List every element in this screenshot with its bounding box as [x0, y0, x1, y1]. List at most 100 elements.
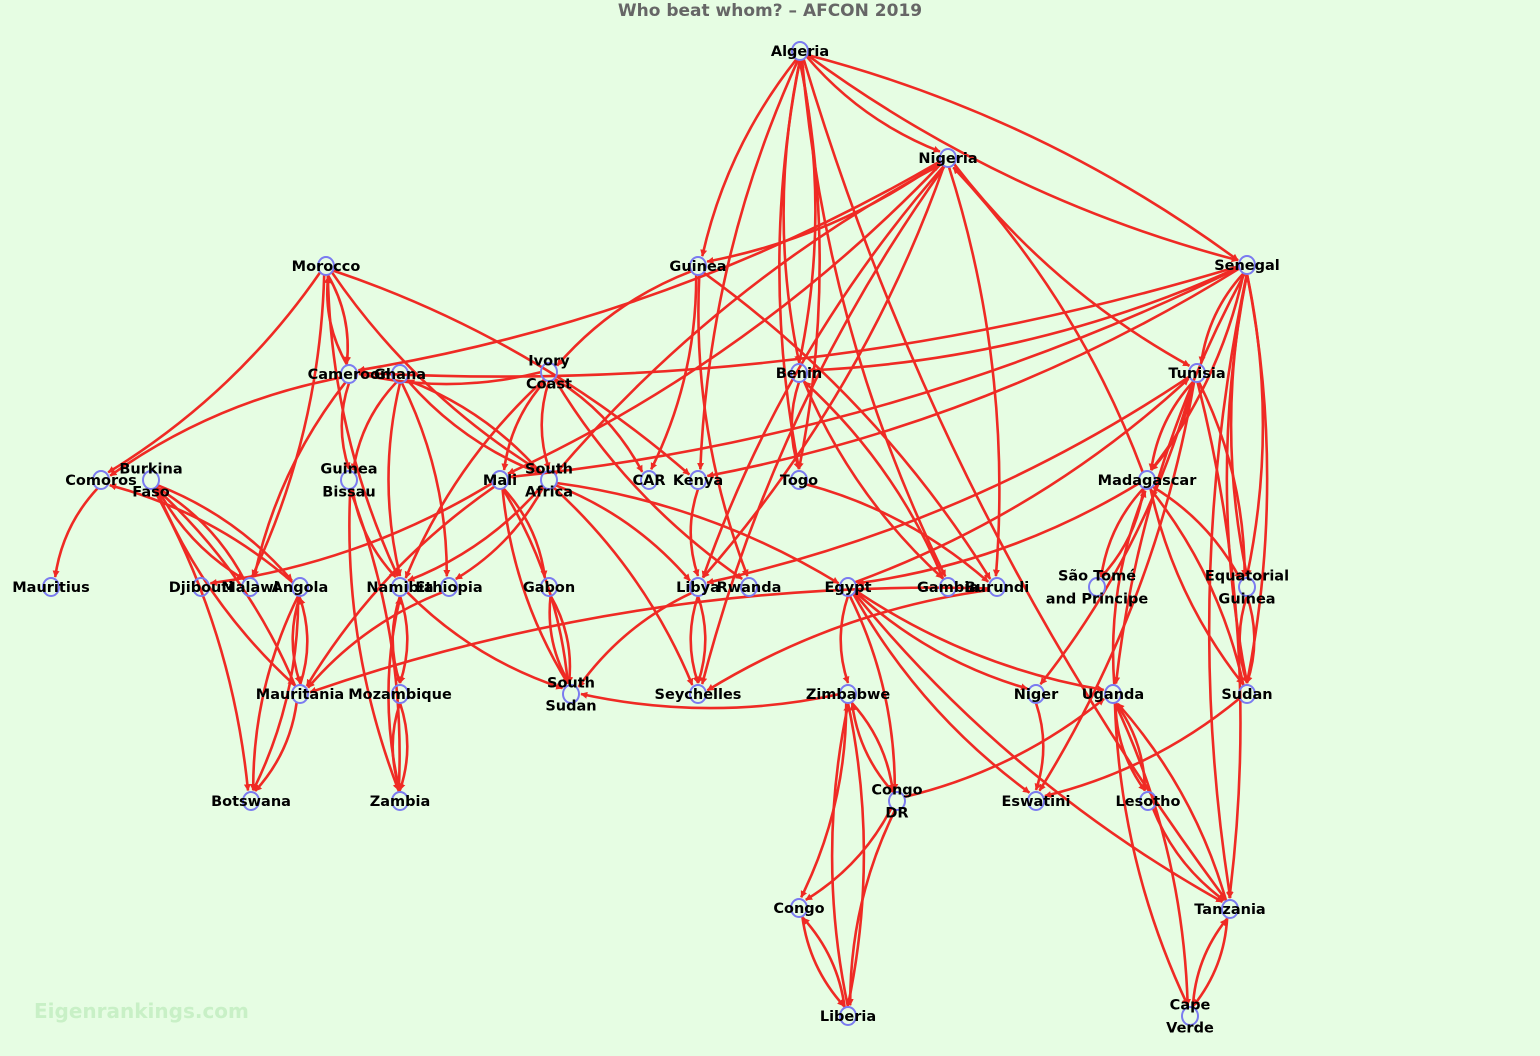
- edge-algeria-beat-senegal: [806, 53, 1239, 263]
- team-label: Mali: [483, 473, 517, 489]
- team-label: Burkina: [119, 462, 182, 478]
- edge-comoros-beat-mauritius: [52, 487, 99, 578]
- team-label: Gabon: [523, 580, 575, 596]
- edge-uganda-beat-cape_verde: [1113, 702, 1192, 1006]
- edge-libya-beat-south_sudan: [577, 591, 693, 688]
- edge-congo_dr-beat-zimbabwe: [849, 703, 895, 794]
- team-label: Comoros: [65, 473, 136, 489]
- edge-cameroon-beat-morocco: [323, 276, 349, 366]
- edge-ghana-beat-namibia: [387, 382, 402, 577]
- team-node-marker: [491, 470, 509, 490]
- edge-senegal-beat-benin: [808, 265, 1240, 374]
- team-node-malawi: Malawi: [221, 577, 279, 597]
- edge-burundi-beat-mauritania: [309, 586, 990, 694]
- team-node-marker: [740, 577, 758, 597]
- team-node-namibia: Namibia: [366, 577, 434, 597]
- team-node-seychelles: Seychelles: [655, 684, 742, 704]
- edge-mali-beat-south_sudan: [501, 488, 570, 685]
- team-node-botswana: Botswana: [211, 791, 291, 811]
- team-label: Uganda: [1082, 687, 1144, 703]
- team-label: Equatorial: [1205, 569, 1289, 585]
- edge-morocco-beat-comoros: [107, 271, 322, 474]
- team-label: Sudan: [1221, 687, 1272, 703]
- team-node-madagascar: Madagascar: [1098, 470, 1198, 490]
- team-node-senegal: Senegal: [1214, 255, 1280, 275]
- edge-nigeria-beat-libya: [702, 165, 946, 579]
- team-label: and Principe: [1046, 592, 1149, 608]
- team-node-ethiopia: Ethiopia: [415, 577, 483, 597]
- edge-sudan-beat-eswatini: [1044, 697, 1241, 798]
- edge-madagascar-beat-equatorial_guinea: [1151, 485, 1242, 580]
- edge-ivory_coast-beat-car: [553, 377, 644, 473]
- team-node-morocco: Morocco: [292, 256, 360, 276]
- team-node-marker: [540, 470, 558, 490]
- edge-senegal-beat-sudan: [1244, 273, 1269, 684]
- edge-senegal-beat-cameroon: [358, 264, 1240, 378]
- team-label: Congo: [773, 901, 824, 917]
- team-node-lesotho: Lesotho: [1116, 791, 1180, 811]
- team-node-marker: [790, 470, 808, 490]
- team-label: Faso: [132, 485, 169, 501]
- team-label: Madagascar: [1098, 473, 1198, 489]
- edge-cameroon-beat-malawi: [252, 381, 347, 578]
- edge-cameroon-beat-guinea_bissau: [340, 382, 351, 470]
- edge-nigeria-beat-seychelles: [700, 165, 946, 685]
- team-label: Algeria: [771, 44, 829, 60]
- team-node-sudan: Sudan: [1221, 684, 1273, 704]
- team-node-marker: [1238, 684, 1256, 704]
- team-node-marker: [440, 577, 458, 597]
- edge-sudan-beat-madagascar: [1150, 489, 1245, 687]
- edge-nigeria-beat-mali: [507, 162, 943, 475]
- edge-senegal-beat-mali: [508, 266, 1240, 480]
- edge-south_africa-beat-egypt: [556, 481, 840, 585]
- team-node-marker: [1027, 791, 1045, 811]
- team-label: Seychelles: [655, 687, 742, 703]
- edge-libya-beat-seychelles: [696, 595, 707, 684]
- team-node-kenya: Kenya: [673, 470, 723, 490]
- edge-ethiopia-beat-mauritania: [307, 590, 443, 689]
- team-label: Senegal: [1214, 258, 1280, 274]
- team-label: Rwanda: [717, 580, 782, 596]
- team-label: Kenya: [673, 473, 723, 489]
- team-node-ghana: Ghana: [374, 364, 426, 384]
- team-node-marker: [1188, 363, 1206, 383]
- team-node-marker: [317, 256, 335, 276]
- edge-algeria-beat-senegal: [806, 53, 1239, 262]
- team-label: Togo: [780, 473, 818, 489]
- edge-layer: [52, 53, 1269, 1008]
- edge-tunisia-beat-libya: [706, 375, 1191, 585]
- team-node-marker: [939, 577, 957, 597]
- team-node-marker: [142, 470, 160, 490]
- team-label: Tunisia: [1168, 366, 1225, 382]
- edge-niger-beat-eswatini: [1034, 702, 1045, 791]
- team-node-zimbabwe: Zimbabwe: [806, 684, 890, 704]
- edge-uganda-beat-cape_verde: [1113, 702, 1189, 1006]
- team-node-mauritius: Mauritius: [12, 577, 90, 597]
- edge-benin-beat-togo: [790, 381, 801, 470]
- edge-mauritania-beat-botswana: [254, 702, 298, 792]
- edge-south_africa-beat-nigeria: [554, 163, 941, 476]
- team-label: Burundi: [965, 580, 1030, 596]
- team-label: Malawi: [221, 580, 278, 596]
- edge-egypt-beat-eswatini: [852, 593, 1031, 794]
- team-label: Verde: [1166, 1021, 1214, 1037]
- team-node-gabon: Gabon: [523, 577, 575, 597]
- edge-congo_dr-beat-liberia: [846, 809, 897, 1006]
- edge-nigeria-beat-cameroon: [357, 159, 942, 373]
- edge-guinea-beat-ivory_coast: [556, 269, 692, 367]
- team-node-marker: [1027, 684, 1045, 704]
- team-node-marker: [689, 470, 707, 490]
- edge-libya-beat-seychelles: [689, 595, 700, 684]
- team-node-congo: Congo: [773, 898, 825, 918]
- team-node-marker: [839, 1006, 857, 1026]
- edge-egypt-beat-zimbabwe: [839, 595, 850, 684]
- team-node-angola: Angola: [272, 577, 328, 597]
